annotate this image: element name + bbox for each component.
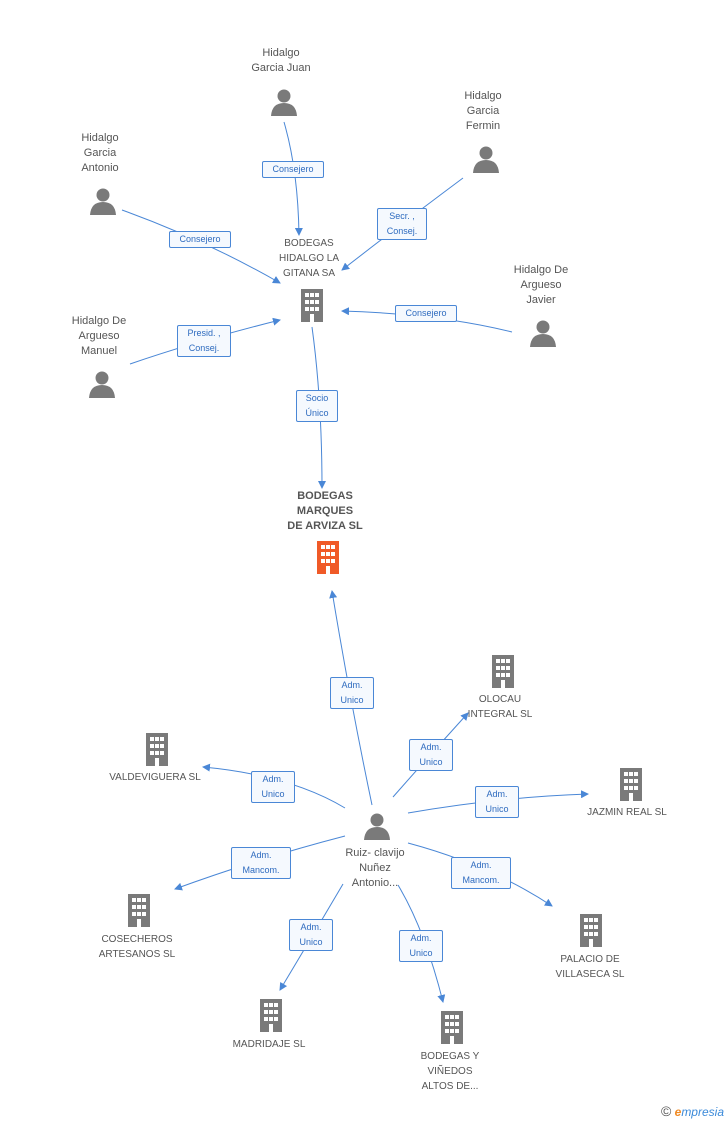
- company-label-c6[interactable]: PALACIO DE VILLASECA SL: [555, 954, 625, 980]
- person-icon-p6[interactable]: [363, 812, 391, 845]
- focus-company-label[interactable]: BODEGAS MARQUES DE ARVIZA SL: [287, 490, 363, 532]
- edge-label-e11[interactable]: Adm. Mancom.: [231, 847, 291, 879]
- building-icon-c2[interactable]: [488, 654, 518, 693]
- empresia-logo: © empresia: [661, 1103, 724, 1119]
- edge-label-e2[interactable]: Secr. , Consej.: [377, 208, 427, 240]
- person-label-p3[interactable]: Hidalgo Garcia Antonio: [81, 132, 119, 174]
- edge-label-e3[interactable]: Consejero: [169, 231, 231, 248]
- copyright-symbol: ©: [660, 1103, 672, 1119]
- edge-label-e13[interactable]: Adm. Unico: [289, 919, 333, 951]
- person-label-p6[interactable]: Ruiz- clavijo Nuñez Antonio...: [345, 847, 405, 889]
- edge-label-e10[interactable]: Adm. Unico: [475, 786, 519, 818]
- company-label-c1[interactable]: BODEGAS HIDALGO LA GITANA SA: [278, 238, 340, 279]
- edge-label-e5[interactable]: Presid. , Consej.: [177, 325, 231, 357]
- building-icon-c3[interactable]: [142, 732, 172, 771]
- company-label-c2[interactable]: OLOCAU INTEGRAL SL: [467, 694, 533, 720]
- edge-label-e4[interactable]: Consejero: [395, 305, 457, 322]
- edge-label-e12[interactable]: Adm. Mancom.: [451, 857, 511, 889]
- edge-label-e14[interactable]: Adm. Unico: [399, 930, 443, 962]
- company-label-c4[interactable]: JAZMIN REAL SL: [587, 807, 667, 818]
- person-icon-p4[interactable]: [529, 319, 557, 352]
- building-icon-c4[interactable]: [616, 767, 646, 806]
- brand-name: mpresia: [681, 1105, 724, 1119]
- person-icon-p2[interactable]: [472, 145, 500, 178]
- person-icon-p3[interactable]: [89, 187, 117, 220]
- building-icon-c8[interactable]: [437, 1010, 467, 1049]
- person-label-p2[interactable]: Hidalgo Garcia Fermin: [464, 90, 502, 132]
- person-label-p4[interactable]: Hidalgo De Argueso Javier: [513, 264, 569, 306]
- person-label-p1[interactable]: Hidalgo Garcia Juan: [251, 47, 311, 74]
- edge-label-e9[interactable]: Adm. Unico: [251, 771, 295, 803]
- company-label-c5[interactable]: COSECHEROS ARTESANOS SL: [98, 934, 176, 960]
- building-icon-focus[interactable]: [313, 540, 343, 579]
- person-icon-p1[interactable]: [270, 88, 298, 121]
- edge-label-e7[interactable]: Adm. Unico: [330, 677, 374, 709]
- building-icon-c6[interactable]: [576, 913, 606, 952]
- company-label-c3[interactable]: VALDEVIGUERA SL: [109, 772, 201, 783]
- building-icon-c5[interactable]: [124, 893, 154, 932]
- edge-label-e6[interactable]: Socio Único: [296, 390, 338, 422]
- brand-initial: e: [674, 1105, 682, 1119]
- building-icon-c7[interactable]: [256, 998, 286, 1037]
- edge-label-e1[interactable]: Consejero: [262, 161, 324, 178]
- person-icon-p5[interactable]: [88, 370, 116, 403]
- company-label-c7[interactable]: MADRIDAJE SL: [232, 1039, 306, 1050]
- building-icon-c1[interactable]: [297, 288, 327, 327]
- edge-label-e8[interactable]: Adm. Unico: [409, 739, 453, 771]
- person-label-p5[interactable]: Hidalgo De Argueso Manuel: [71, 315, 127, 357]
- company-label-c8[interactable]: BODEGAS Y VIÑEDOS ALTOS DE...: [420, 1051, 480, 1092]
- edge-line-e1: [283, 121, 303, 236]
